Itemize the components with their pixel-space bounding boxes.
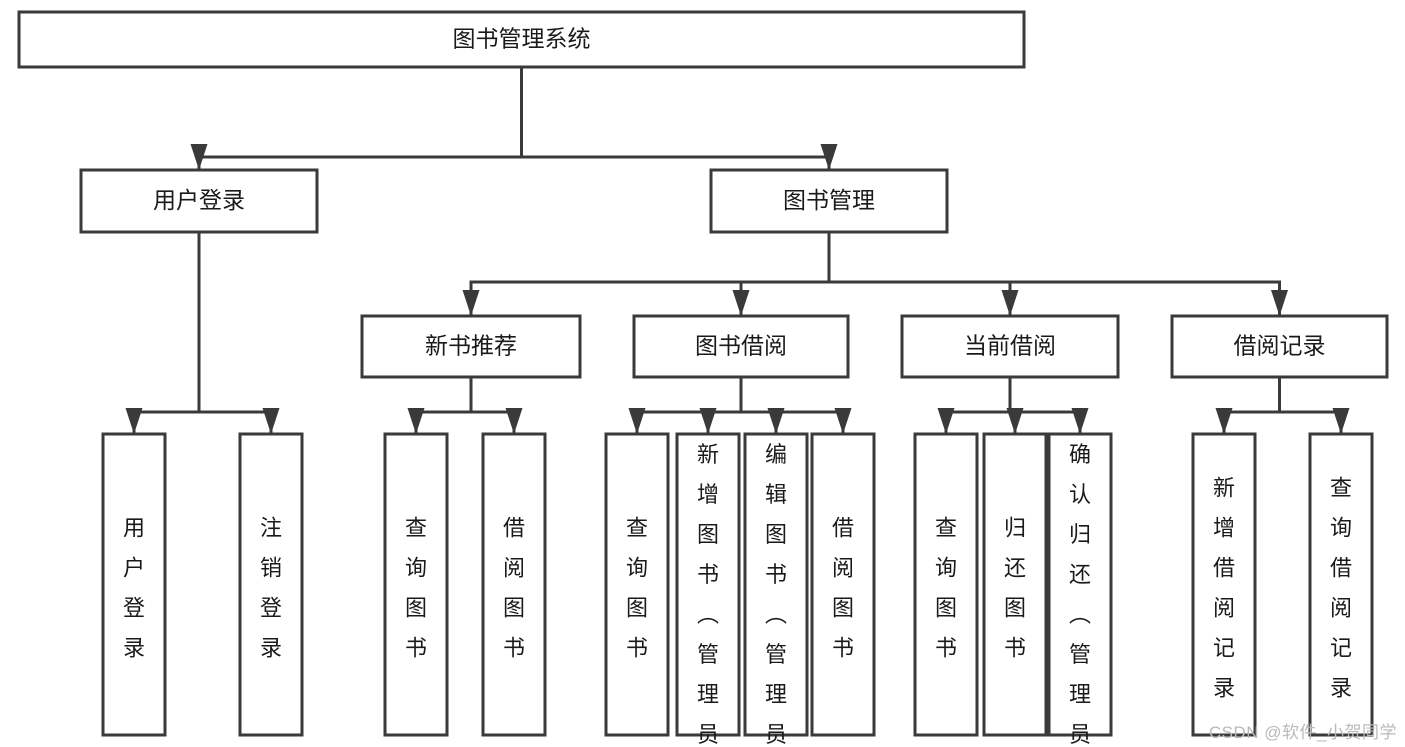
node-leaf-return-book[interactable]: 归还图书 — [982, 432, 1048, 737]
node-leaf-borrow-book-rec[interactable]: 借阅图书 — [481, 432, 547, 737]
arrow-head-icon — [262, 408, 280, 434]
node-leaf-query-book-borrow[interactable]: 查询图书 — [604, 432, 670, 737]
node-current-borrow[interactable]: 当前借阅 — [900, 314, 1120, 379]
node-label: 查询图书 — [405, 516, 427, 661]
arrow-head-icon — [628, 408, 646, 434]
arrow-head-icon — [1071, 408, 1089, 434]
node-box[interactable] — [360, 314, 582, 379]
arrow-head-icon — [1271, 290, 1288, 316]
arrow-head-icon — [820, 144, 838, 170]
node-label: 归还图书 — [1004, 516, 1026, 661]
node-label: 用户登录 — [123, 516, 145, 661]
arrow-head-icon — [1001, 290, 1019, 316]
arrow-head-icon — [125, 408, 143, 434]
node-box[interactable] — [79, 168, 319, 234]
node-leaf-user-login[interactable]: 用户登录 — [101, 432, 167, 737]
node-label: 新增借阅记录 — [1213, 476, 1235, 701]
node-book-manage[interactable]: 图书管理 — [709, 168, 949, 234]
node-box[interactable] — [604, 432, 670, 737]
node-box[interactable] — [982, 432, 1048, 737]
node-book-borrow[interactable]: 图书借阅 — [632, 314, 850, 379]
node-label: 编辑图书︵管理员︶ — [765, 442, 787, 747]
arrow-head-icon — [462, 290, 480, 316]
node-box[interactable] — [632, 314, 850, 379]
connector-group-root — [190, 65, 838, 172]
connector-group-new-book-recommend — [407, 375, 523, 436]
node-label: 查询借阅记录 — [1330, 476, 1352, 701]
node-label: 借阅记录 — [1234, 333, 1326, 359]
node-box[interactable] — [709, 168, 949, 234]
node-borrow-record[interactable]: 借阅记录 — [1170, 314, 1389, 379]
arrow-head-icon — [732, 290, 750, 316]
node-leaf-borrow-book[interactable]: 借阅图书 — [810, 432, 876, 737]
node-leaf-logout-login[interactable]: 注销登录 — [238, 432, 304, 737]
node-label: 用户登录 — [153, 187, 245, 213]
node-root[interactable]: 图书管理系统 — [17, 10, 1026, 69]
node-label: 查询图书 — [626, 516, 648, 661]
node-label: 新增图书︵管理员︶ — [697, 442, 719, 747]
node-box[interactable] — [810, 432, 876, 737]
arrow-head-icon — [937, 408, 955, 434]
node-box[interactable] — [913, 432, 979, 737]
connector-group-book-borrow — [628, 375, 852, 436]
node-leaf-confirm-return-admin[interactable]: 确认归还︵管理员︶ — [1047, 432, 1113, 747]
connector-layer — [125, 65, 1350, 436]
node-label: 当前借阅 — [964, 333, 1056, 359]
node-box[interactable] — [383, 432, 449, 737]
arrow-head-icon — [699, 408, 717, 434]
node-label: 注销登录 — [260, 516, 282, 661]
arrow-head-icon — [505, 408, 523, 434]
node-leaf-add-book-admin[interactable]: 新增图书︵管理员︶ — [675, 432, 741, 747]
node-leaf-query-borrow-record[interactable]: 查询借阅记录 — [1308, 432, 1374, 737]
node-leaf-add-borrow-record[interactable]: 新增借阅记录 — [1191, 432, 1257, 737]
node-box[interactable] — [1170, 314, 1389, 379]
arrow-head-icon — [834, 408, 852, 434]
node-label: 图书借阅 — [695, 333, 787, 359]
node-leaf-query-book-rec[interactable]: 查询图书 — [383, 432, 449, 737]
node-box[interactable] — [1047, 432, 1113, 737]
node-box[interactable] — [1308, 432, 1374, 737]
node-label: 借阅图书 — [503, 516, 525, 661]
arrow-head-icon — [1006, 408, 1024, 434]
arrow-head-icon — [407, 408, 425, 434]
node-box[interactable] — [675, 432, 741, 737]
connector-group-user-login — [125, 230, 280, 436]
node-box[interactable] — [17, 10, 1026, 69]
node-box[interactable] — [238, 432, 304, 737]
node-label: 图书管理系统 — [453, 26, 591, 52]
node-label: 新书推荐 — [425, 333, 517, 359]
node-label: 图书管理 — [783, 187, 875, 213]
connector-group-book-manage — [462, 230, 1288, 318]
connector-group-borrow-record — [1215, 375, 1350, 436]
node-label: 查询图书 — [935, 516, 957, 661]
node-leaf-edit-book-admin[interactable]: 编辑图书︵管理员︶ — [743, 432, 809, 747]
arrow-head-icon — [1332, 408, 1350, 434]
node-box[interactable] — [900, 314, 1120, 379]
node-new-book-recommend[interactable]: 新书推荐 — [360, 314, 582, 379]
arrow-head-icon — [767, 408, 785, 434]
arrow-head-icon — [1215, 408, 1233, 434]
node-box[interactable] — [101, 432, 167, 737]
node-box[interactable] — [1191, 432, 1257, 737]
node-leaf-query-book-cur[interactable]: 查询图书 — [913, 432, 979, 737]
node-layer: 图书管理系统用户登录图书管理新书推荐图书借阅当前借阅借阅记录用户登录注销登录查询… — [17, 10, 1389, 747]
watermark-label: CSDN @软件_小贺同学 — [1208, 723, 1397, 742]
arrow-head-icon — [190, 144, 208, 170]
node-box[interactable] — [481, 432, 547, 737]
node-box[interactable] — [743, 432, 809, 737]
connector-group-current-borrow — [937, 375, 1089, 436]
node-user-login[interactable]: 用户登录 — [79, 168, 319, 234]
node-label: 确认归还︵管理员︶ — [1069, 442, 1091, 747]
node-label: 借阅图书 — [832, 516, 854, 661]
